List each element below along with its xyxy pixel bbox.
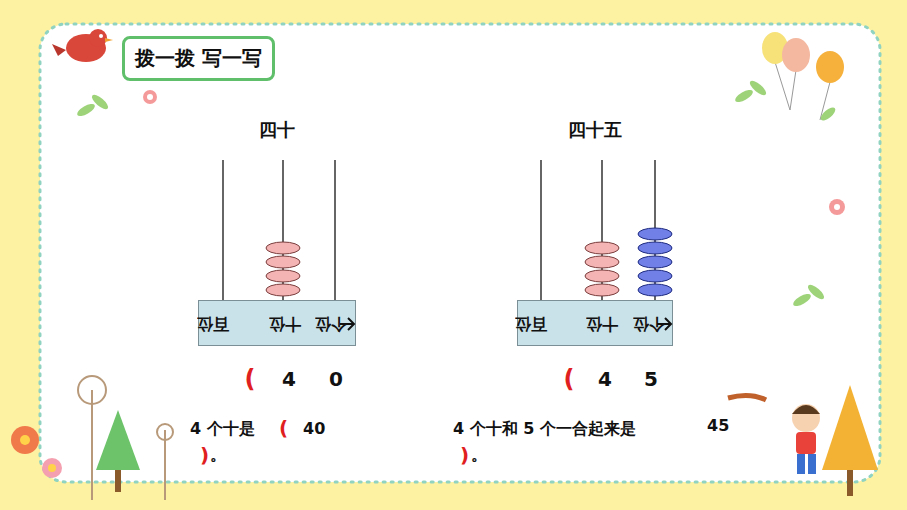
bracket: (	[245, 366, 256, 392]
number-word: 四十五	[568, 120, 622, 140]
place-label: 十位	[586, 313, 618, 334]
question-text: 4 个十和 5 个一合起来是	[453, 420, 636, 438]
decor-leaves	[75, 79, 837, 309]
bracket: )	[200, 444, 209, 466]
place-label: 百位	[197, 313, 229, 334]
punctuation: 。	[210, 446, 226, 464]
place-label: 个位	[315, 313, 347, 334]
digit: 4	[282, 368, 296, 390]
place-label: 百位	[515, 313, 547, 334]
panel	[40, 24, 880, 482]
heading-text: 拨一拨 写一写	[135, 46, 262, 70]
boy	[728, 395, 820, 474]
number-word: 四十	[259, 120, 295, 140]
balloons	[762, 32, 844, 120]
digit: 4	[598, 368, 612, 390]
answer: 40	[303, 420, 325, 438]
decor-flowers	[11, 90, 845, 478]
abacus-left	[223, 160, 335, 300]
digit: 5	[644, 368, 658, 390]
bracket: (	[279, 417, 288, 439]
place-value-base: 百位 十位个位	[517, 300, 673, 346]
digit: 0	[329, 368, 343, 390]
place-label: 十位	[269, 313, 301, 334]
question-text: 4 个十是	[190, 420, 255, 438]
place-label: 个位	[633, 313, 665, 334]
place-value-base: 百位 十位个位	[198, 300, 356, 346]
title-box: 拨一拨 写一写	[122, 36, 275, 81]
bracket: (	[564, 366, 575, 392]
bird	[52, 29, 113, 62]
bracket: )	[460, 444, 469, 466]
answer: 45	[707, 417, 729, 435]
abacus-right	[541, 160, 672, 300]
trees	[78, 376, 878, 500]
punctuation: 。	[471, 446, 487, 464]
